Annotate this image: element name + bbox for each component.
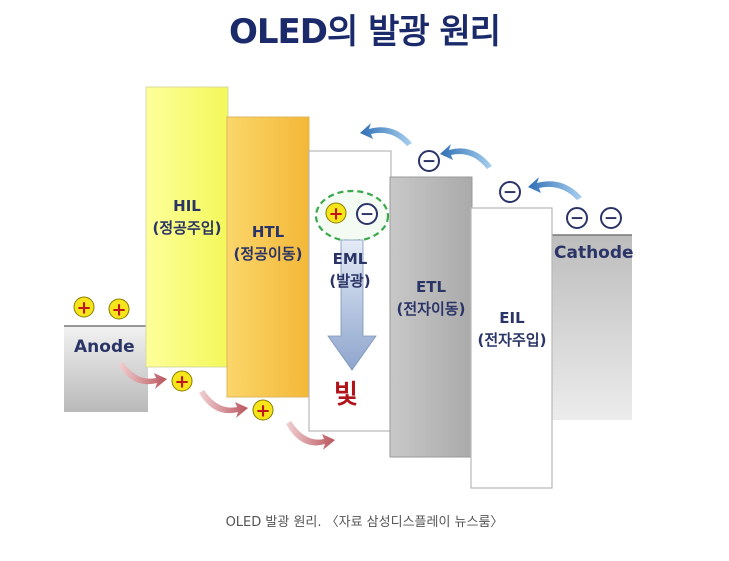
htl-name: HTL (251, 223, 285, 241)
hil-label: HIL (정공주입) (146, 195, 228, 239)
hole-eml: + (325, 202, 347, 225)
light-label: 빛 (334, 380, 358, 410)
hole-symbols: + + + + + (73, 202, 347, 422)
electron-arrow-etl-to-eml (360, 123, 412, 146)
hole-sign: + (174, 372, 189, 393)
electron-cathode-2: − (600, 207, 622, 229)
hole-sign: + (328, 204, 343, 225)
eil-name: EIL (499, 309, 525, 327)
figure-caption: OLED 발광 원리. 〈자료 삼성디스플레이 뉴스룸〉 (225, 515, 504, 530)
diagram-title: OLED의 발광 원리 (228, 12, 501, 52)
electron-cathode-1: − (566, 207, 588, 229)
electron-arrow-eil-to-etl (440, 144, 492, 169)
electron-sign: − (503, 183, 517, 203)
eil-desc: (전자주입) (477, 331, 547, 349)
hole-arrow-anode-to-hil (118, 362, 167, 389)
etl-desc: (전자이동) (396, 300, 466, 318)
htl-desc: (정공이동) (233, 245, 303, 263)
hil-name: HIL (173, 197, 201, 215)
hole-sign: + (255, 401, 270, 422)
electron-sign: − (604, 209, 618, 229)
hole-sign: + (111, 300, 126, 321)
cathode-electrode (550, 235, 632, 420)
anode-electrode (64, 326, 148, 412)
eml-desc: (발광) (329, 272, 371, 290)
hil-layer (145, 86, 229, 368)
htl-label: HTL (정공이동) (227, 221, 309, 265)
electron-eml: − (356, 203, 378, 225)
electron-sign: − (570, 209, 584, 229)
electron-etl: − (418, 150, 440, 172)
hole-anode-2: + (108, 298, 130, 321)
cathode-label: Cathode (554, 243, 634, 263)
hole-anode-1: + (73, 296, 95, 319)
hole-htl: + (252, 399, 274, 422)
hole-arrow-htl-to-eml (286, 421, 335, 450)
electron-symbols: − − − − − (356, 150, 622, 229)
hil-desc: (정공주입) (152, 219, 222, 237)
electron-arrow-cathode-to-eil (528, 177, 582, 200)
htl-layer (226, 116, 310, 398)
eml-label: EML (발광) (309, 248, 391, 292)
hole-hil: + (171, 370, 193, 393)
etl-name: ETL (415, 278, 447, 296)
eil-layer (470, 207, 553, 489)
hole-arrow-hil-to-htl (199, 390, 248, 418)
etl-label: ETL (전자이동) (388, 276, 474, 320)
electron-sign: − (360, 205, 374, 225)
anode-label: Anode (74, 337, 135, 357)
electron-sign: − (422, 152, 436, 172)
electron-eil: − (499, 181, 521, 203)
eml-name: EML (332, 250, 368, 268)
light-emission-arrow (327, 239, 377, 371)
eil-label: EIL (전자주입) (469, 307, 555, 351)
hole-sign: + (76, 298, 91, 319)
